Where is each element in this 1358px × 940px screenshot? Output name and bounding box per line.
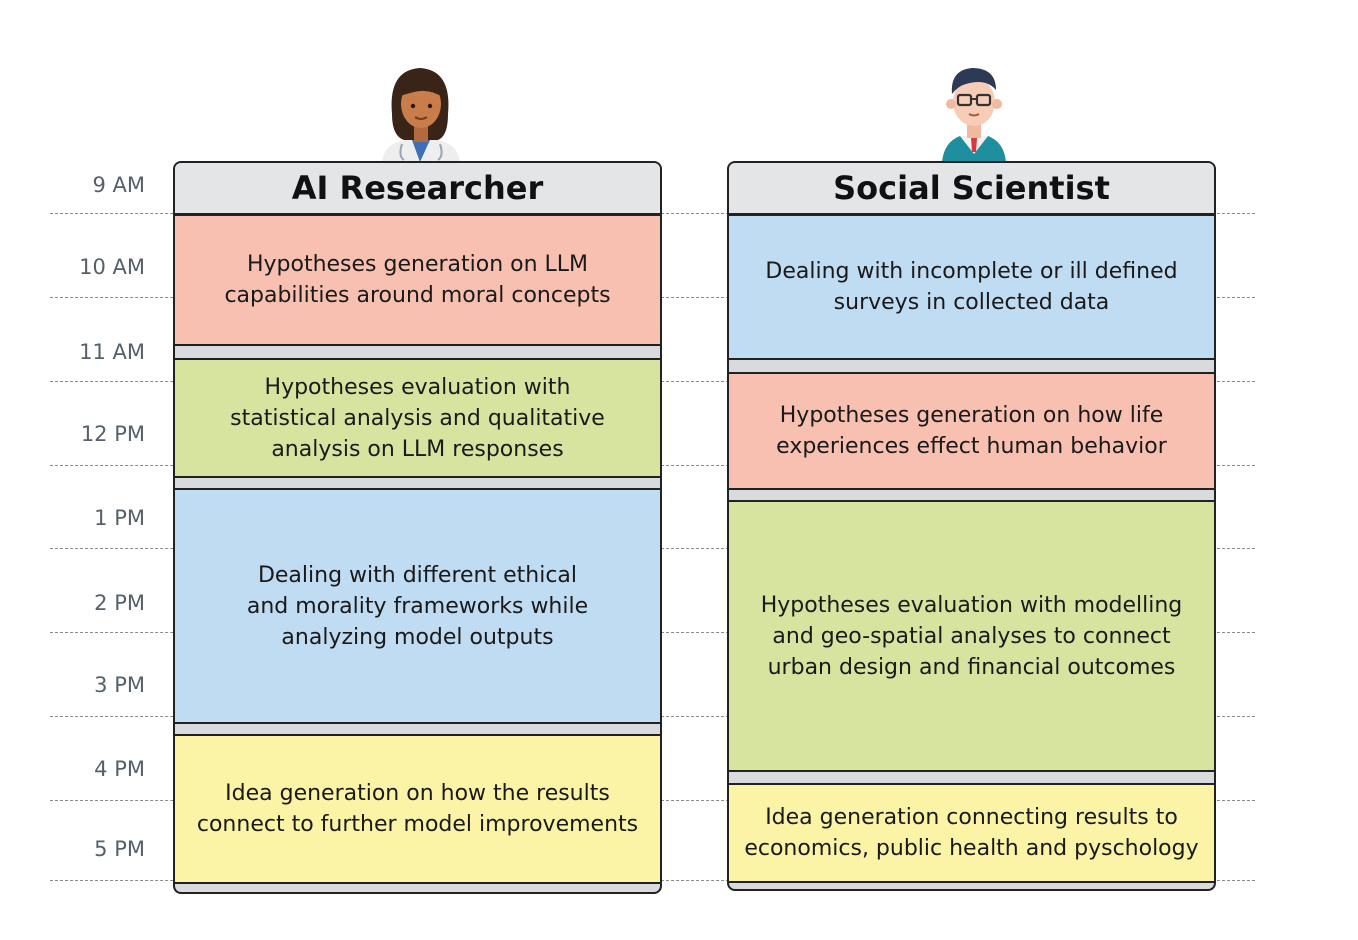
schedule-block-model-improvement-ideas: Idea generation on how the results conne… xyxy=(175,734,660,884)
time-label-9am: 9 AM xyxy=(92,173,145,197)
time-label-1pm: 1 PM xyxy=(94,506,145,530)
time-label-4pm: 4 PM xyxy=(94,757,145,781)
ai-researcher-column: AI Researcher Hypotheses generation on L… xyxy=(173,161,662,894)
schedule-block-llm-hypotheses-generation: Hypotheses generation on LLM capabilitie… xyxy=(175,214,660,346)
time-label-11am: 11 AM xyxy=(79,340,145,364)
schedule-block-survey-data-issues: Dealing with incomplete or ill defined s… xyxy=(729,214,1214,360)
female-researcher-icon xyxy=(378,64,464,166)
schedule-block-ethical-frameworks: Dealing with different ethical and moral… xyxy=(175,488,660,724)
time-label-3pm: 3 PM xyxy=(94,673,145,697)
time-label-10am: 10 AM xyxy=(79,255,145,279)
time-label-12pm: 12 PM xyxy=(80,422,145,446)
ai-researcher-title: AI Researcher xyxy=(175,163,660,215)
social-scientist-title: Social Scientist xyxy=(729,163,1214,215)
male-scientist-icon xyxy=(936,64,1012,166)
social-scientist-column: Social Scientist Dealing with incomplete… xyxy=(727,161,1216,891)
schedule-block-behavior-hypotheses-generation: Hypotheses generation on how life experi… xyxy=(729,372,1214,490)
time-label-5pm: 5 PM xyxy=(94,837,145,861)
schedule-block-llm-hypotheses-evaluation: Hypotheses evaluation with statistical a… xyxy=(175,358,660,478)
schedule-block-interdisciplinary-ideas: Idea generation connecting results to ec… xyxy=(729,783,1214,883)
time-label-2pm: 2 PM xyxy=(94,591,145,615)
schedule-block-geospatial-evaluation: Hypotheses evaluation with modelling and… xyxy=(729,500,1214,772)
